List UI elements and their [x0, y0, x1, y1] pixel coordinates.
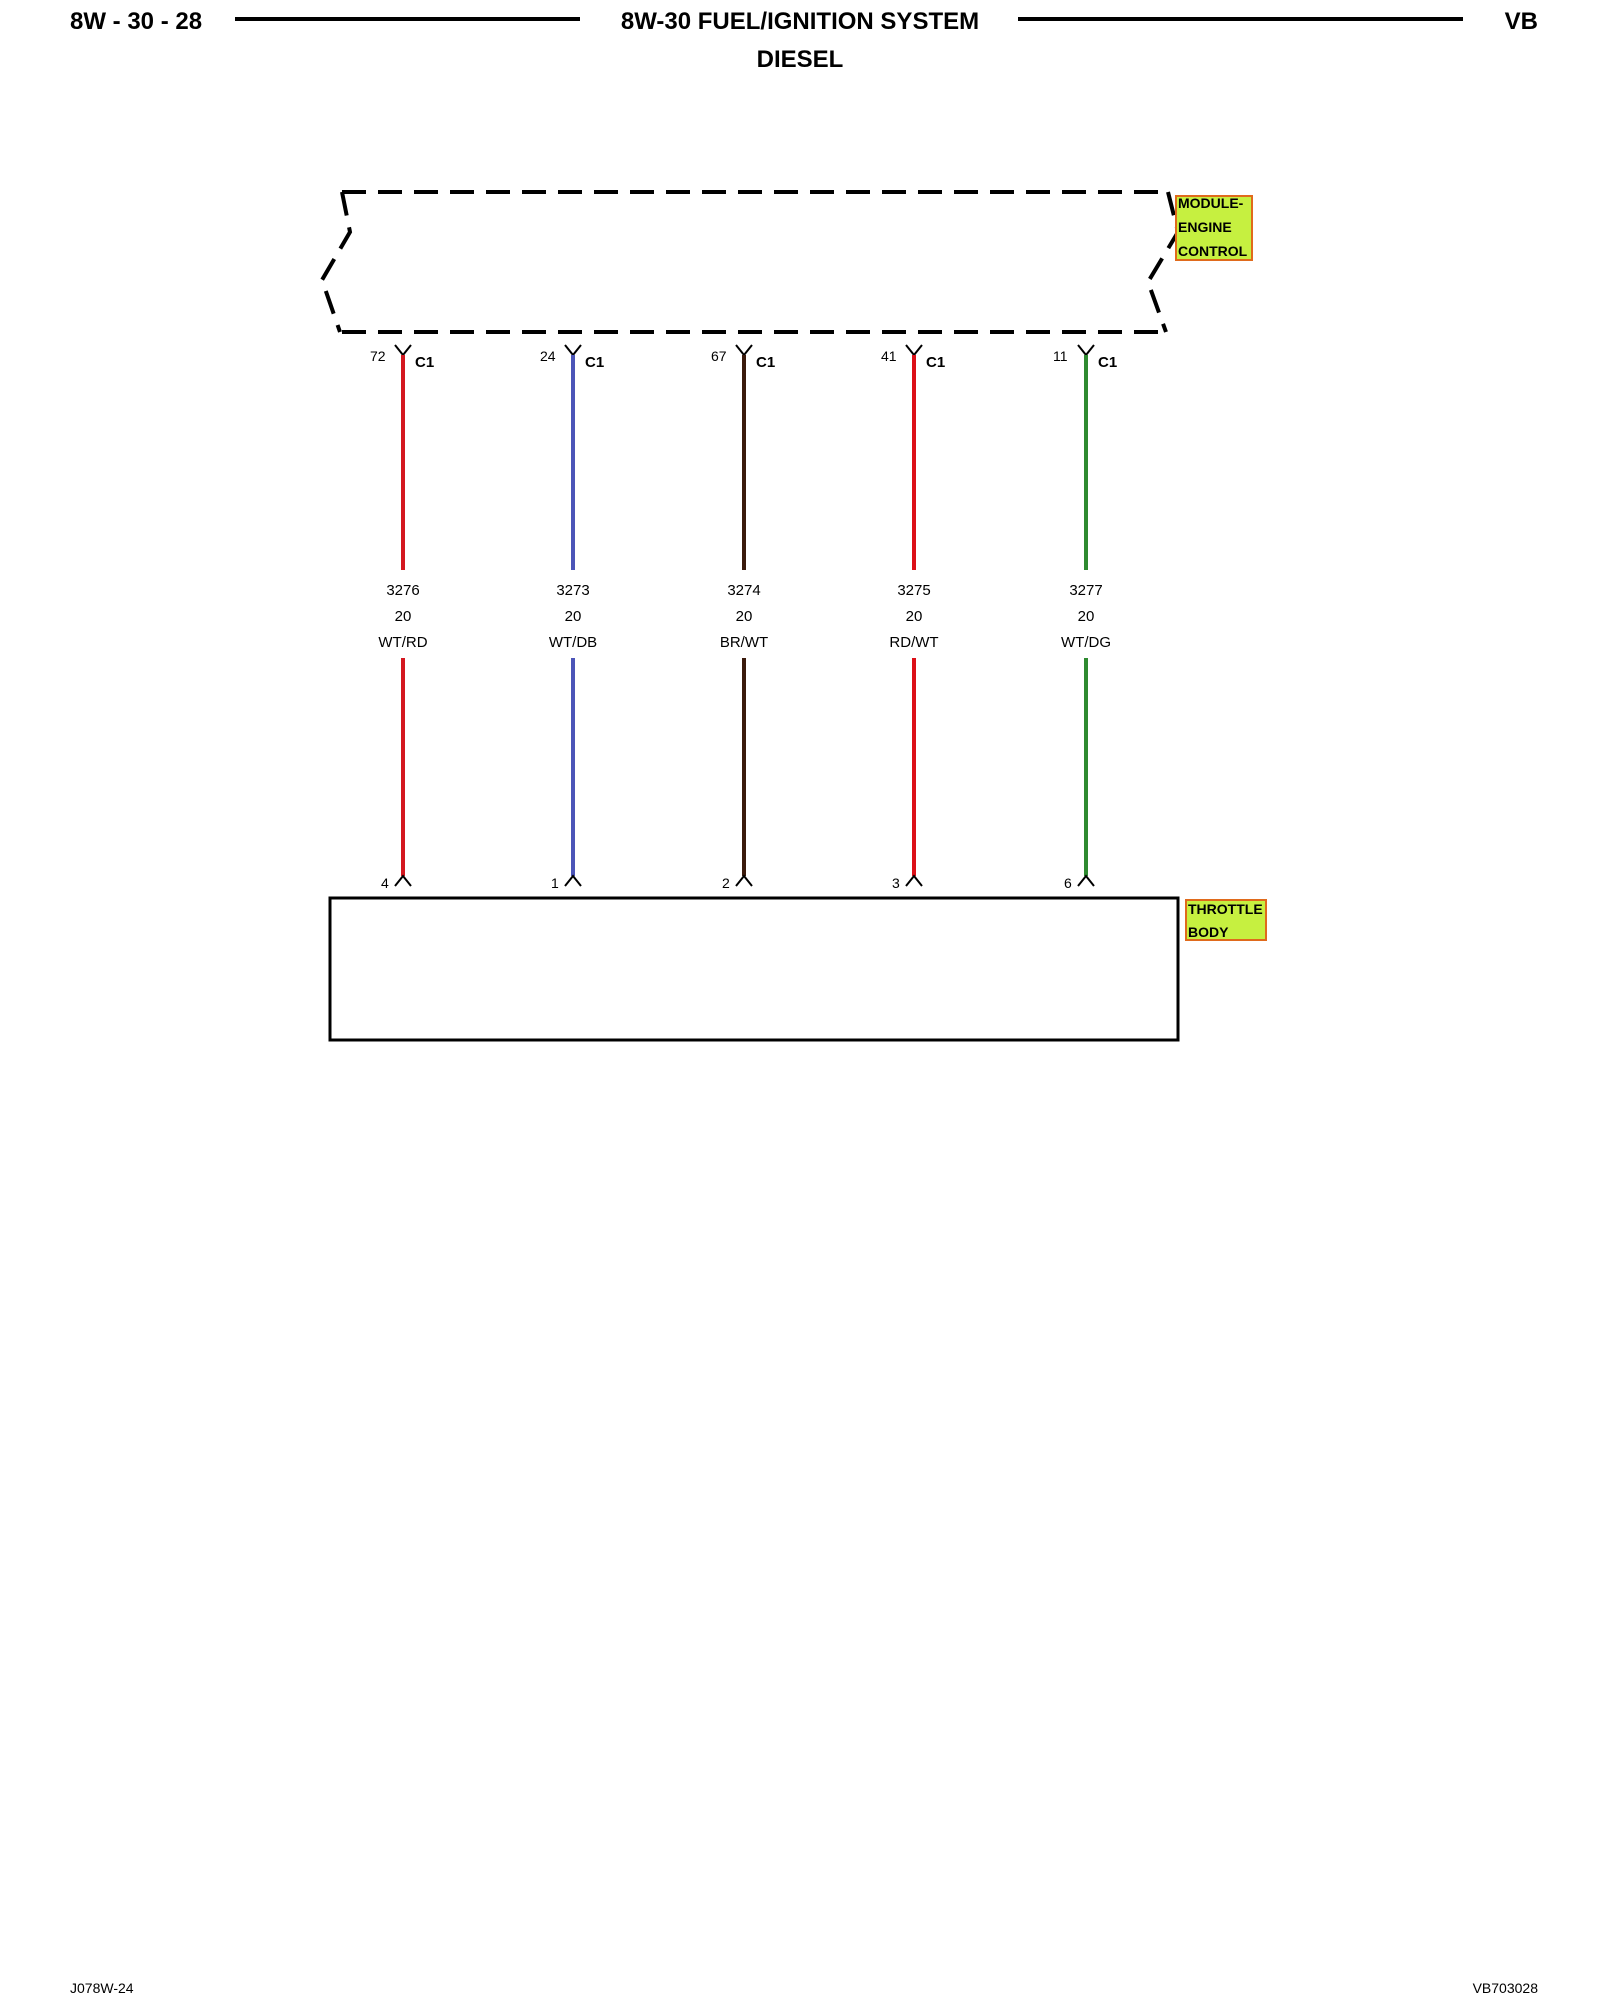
throttle-pin-number-5: 6: [1064, 875, 1072, 891]
ecm-label-line-1: MODULE-: [1178, 195, 1244, 211]
throttle-pin-number-3: 2: [722, 875, 730, 891]
connector-label-1: C1: [415, 354, 434, 371]
wire-gauge-5: 20: [1078, 608, 1095, 625]
ecm-pin-number-4: 41: [881, 348, 897, 364]
wire-gauge-4: 20: [906, 608, 923, 625]
throttle-body-label-line-1: THROTTLE: [1188, 901, 1263, 917]
ecm-label-line-2: ENGINE: [1178, 219, 1232, 235]
ecm-pin-terminal-2: [564, 344, 582, 357]
wire-color-code-5: WT/DG: [1061, 634, 1111, 651]
circuit-number-1: 3276: [386, 582, 419, 599]
throttle-pin-terminal-3: [735, 874, 753, 887]
connector-label-5: C1: [1098, 354, 1117, 371]
connector-label-4: C1: [926, 354, 945, 371]
model-code: VB: [1504, 8, 1538, 35]
ecm-pin-terminal-1: [394, 344, 412, 357]
circuit-number-4: 3275: [897, 582, 930, 599]
footer-left-code: J078W-24: [70, 1980, 134, 1996]
ecm-pin-number-5: 11: [1053, 348, 1068, 364]
throttle-pin-number-4: 3: [892, 875, 900, 891]
circuit-number-3: 3274: [727, 582, 760, 599]
throttle-body-outline: [328, 896, 1180, 1042]
throttle-pin-terminal-1: [394, 874, 412, 887]
wire-color-code-4: RD/WT: [889, 634, 938, 651]
ecm-pin-terminal-4: [905, 344, 923, 357]
connector-label-2: C1: [585, 354, 604, 371]
throttle-pin-terminal-2: [564, 874, 582, 887]
header-rule-left: [235, 17, 580, 21]
circuit-number-5: 3277: [1069, 582, 1102, 599]
connector-label-3: C1: [756, 354, 775, 371]
ecm-pin-number-2: 24: [540, 348, 556, 364]
wire-gauge-1: 20: [395, 608, 412, 625]
page-subtitle: DIESEL: [756, 46, 844, 73]
ecm-label: MODULE- ENGINE CONTROL: [1175, 195, 1253, 261]
ecm-pin-terminal-5: [1077, 344, 1095, 357]
throttle-pin-number-2: 1: [551, 875, 559, 891]
footer-right-code: VB703028: [1472, 1980, 1538, 1996]
wire-gauge-2: 20: [565, 608, 582, 625]
throttle-pin-terminal-4: [905, 874, 923, 887]
wire-color-code-1: WT/RD: [378, 634, 427, 651]
throttle-pin-number-1: 4: [381, 875, 389, 891]
ecm-module-outline: [319, 190, 1181, 334]
ecm-pin-number-1: 72: [370, 348, 386, 364]
wire-gauge-3: 20: [736, 608, 753, 625]
header-rule-right: [1018, 17, 1463, 21]
ecm-label-line-3: CONTROL: [1178, 243, 1248, 259]
throttle-body-label: THROTTLE BODY: [1185, 899, 1267, 941]
ecm-pin-terminal-3: [735, 344, 753, 357]
page-number: 8W - 30 - 28: [70, 8, 203, 35]
circuit-number-2: 3273: [556, 582, 589, 599]
page-title: 8W-30 FUEL/IGNITION SYSTEM: [620, 8, 980, 35]
throttle-body-label-line-2: BODY: [1188, 924, 1229, 940]
wire-color-code-2: WT/DB: [549, 634, 597, 651]
throttle-pin-terminal-5: [1077, 874, 1095, 887]
wire-color-code-3: BR/WT: [720, 634, 768, 651]
ecm-pin-number-3: 67: [711, 348, 727, 364]
